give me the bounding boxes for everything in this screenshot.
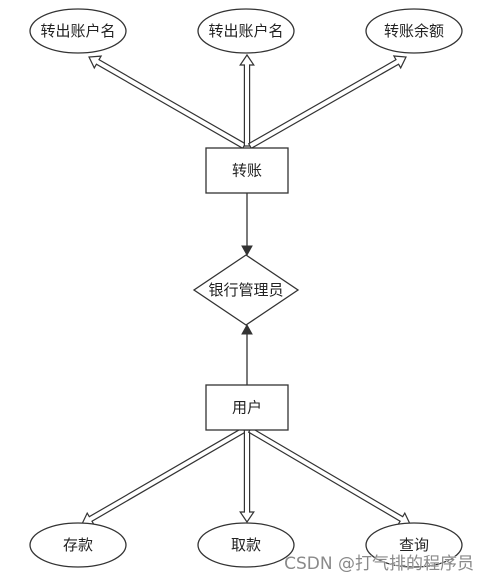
entity-transfer: 转账 [205,147,289,194]
arrow-user-to-withdraw [239,429,255,524]
attr-node-deposit: 存款 [29,522,127,568]
attr-ellipse [197,522,295,568]
arrowhead-up [241,323,253,335]
entity-label: 用户 [232,399,262,417]
entity-user: 用户 [205,384,289,431]
arrowhead-down [241,245,253,257]
attr-node-top-middle: 转出账户名 [197,8,295,54]
attr-label: 取款 [231,536,261,554]
arrow-user-to-query [247,426,411,526]
attr-ellipse [365,8,463,54]
attr-node-top-right: 转账余额 [365,8,463,54]
attr-ellipse [365,522,463,568]
entity-rect [205,384,289,431]
relationship-label: 银行管理员 [208,281,283,299]
attr-ellipse [29,522,127,568]
relationship-diamond [192,254,300,326]
attr-node-query: 查询 [365,522,463,568]
attr-node-withdraw: 取款 [197,522,295,568]
relationship-bank-manager: 银行管理员 [192,254,300,326]
watermark-text: CSDN @打气排的程序员 [284,554,474,574]
arrow-transfer-to-attr-right [247,55,407,150]
attr-label: 转出账户名 [40,22,115,40]
arrow-user-to-deposit [81,426,247,526]
attr-label: 查询 [399,536,429,554]
attr-node-top-left: 转出账户名 [29,8,127,54]
entity-label: 转账 [232,162,262,180]
attr-label: 转出账户名 [208,22,283,40]
arrow-transfer-to-attr-middle [239,53,255,147]
attr-ellipse [197,8,295,54]
attr-label: 存款 [63,536,93,554]
entity-rect [205,147,289,194]
attr-ellipse [29,8,127,54]
arrow-transfer-to-attr-left [88,55,247,150]
attr-label: 转账余额 [384,22,444,40]
